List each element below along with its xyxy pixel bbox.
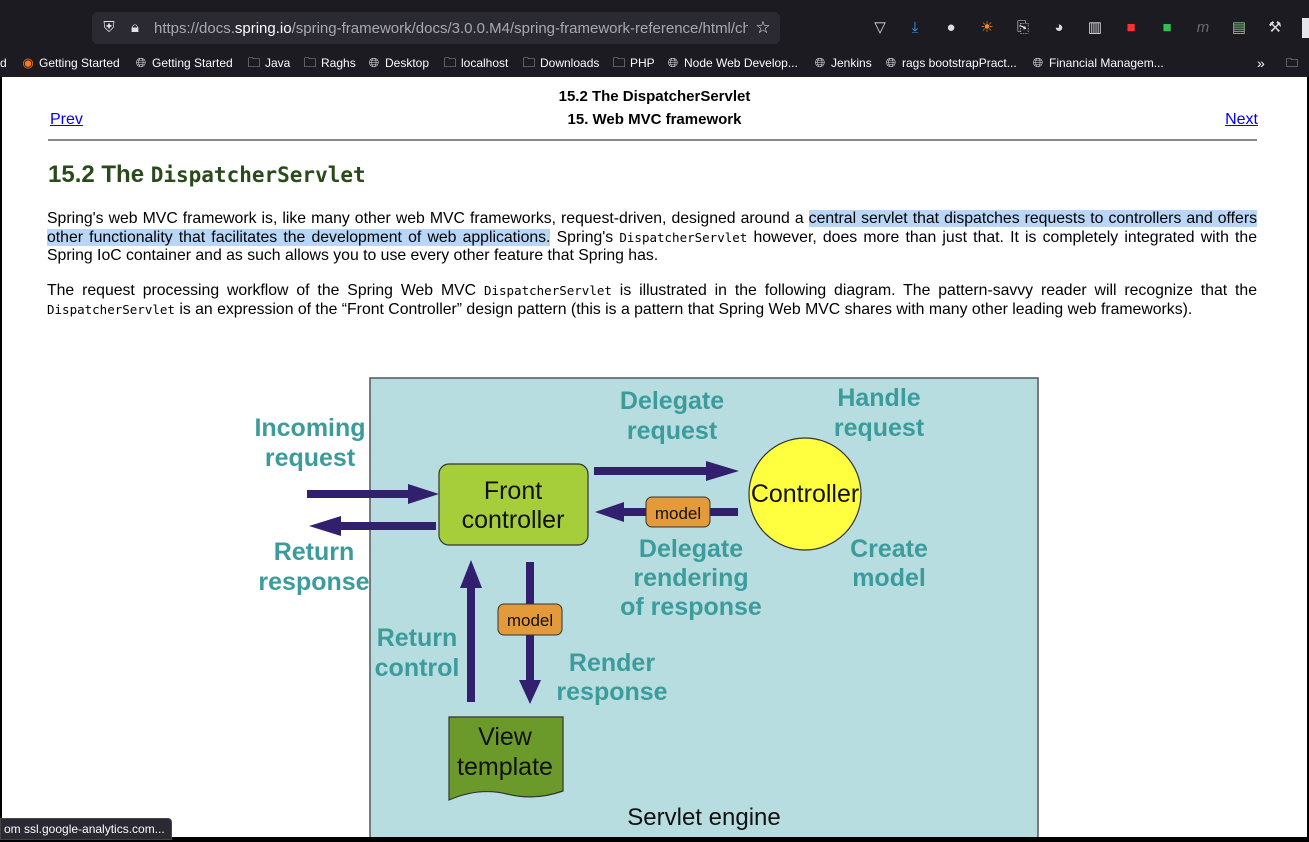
handle-request-label: request [834,414,925,442]
folder-icon: 🗀︎ [612,55,626,70]
view-template-shape [448,716,564,801]
page-content: 15.2 The DispatcherServlet 15. Web MVC f… [2,77,1307,837]
controller-label: Controller [751,480,859,508]
globe-icon: 🌐︎ [814,55,826,70]
handle-request-label: Handle [837,384,920,412]
render-response-label: Render [569,649,655,677]
return-response-label: response [258,568,369,596]
return-response-label: Return [274,538,355,566]
globe-icon: 🌐︎ [667,55,679,70]
delegate-request-label: Delegate [620,387,724,415]
return-response-arrow [309,516,436,536]
clipboard-icon[interactable]: ⎘ [1016,19,1029,36]
render-response-label: response [556,678,667,706]
intro-paragraph: Spring's web MVC framework is, like many… [47,210,1257,264]
bookmark-folder[interactable]: 🗀︎PHP [612,53,654,73]
status-bar: om ssl.google-analytics.com... [0,818,172,840]
firefox-icon: ◉ [22,55,34,70]
create-model-label: model [852,564,926,592]
incoming-label: Incoming [254,414,365,442]
extension-doc-icon[interactable]: ▤ [1231,19,1247,36]
section-heading: 15.2 The DispatcherServlet [48,161,366,188]
bookmark-item[interactable]: 🌐︎Financial Managem... [1031,53,1164,73]
address-bar[interactable]: ⛨ 🔒︎ https://docs.spring.io/spring-frame… [92,12,780,44]
folder-icon: 🗀︎ [247,55,261,70]
divider [48,139,1257,141]
globe-icon: 🌐︎ [885,55,897,70]
extension-red-icon[interactable]: ■ [1126,19,1136,36]
return-control-label: control [375,654,460,682]
bookmark-folder[interactable]: 🗀︎localhost [443,53,508,73]
bookmark-folder[interactable]: 🗀︎Downloads [522,53,599,73]
delegate-request-label: request [627,417,718,445]
bookmark-item[interactable]: 🌐︎rags bootstrapPract... [884,53,1017,73]
download-icon[interactable]: ⤓ [911,19,919,36]
mvc-diagram: Incoming request Return response Delegat… [251,364,1041,837]
view-template-label: template [457,753,553,781]
extension-sun-icon[interactable]: ☀ [980,19,994,36]
url-text[interactable]: https://docs.spring.io/spring-framework/… [154,20,748,37]
extension-tool-icon[interactable]: ⚒ [1268,19,1282,36]
extension-ball-icon[interactable]: ◕ [1054,19,1064,36]
star-icon[interactable]: ☆ [755,18,771,37]
prev-link[interactable]: Prev [50,111,83,128]
browser-toolbar: ⛨ 🔒︎ https://docs.spring.io/spring-frame… [0,0,1309,77]
folder-icon: 🗀︎ [522,55,536,70]
front-controller-box [438,463,589,546]
extension-m-icon[interactable]: m [1196,19,1210,36]
bookmark-item[interactable]: ◉Getting Started [21,53,119,73]
folder-icon[interactable]: 🗀︎ [1286,56,1299,70]
return-control-arrow [460,560,482,702]
front-controller-label: controller [462,506,565,534]
delegate-rendering-label: of response [620,593,762,621]
view-template-label: View [478,723,533,751]
incoming-label: request [265,444,356,472]
create-model-label: Create [850,535,928,563]
model-badge-label: model [655,504,701,523]
globe-icon: 🌐︎ [368,55,380,70]
delegate-request-arrow [594,461,739,481]
globe-icon: 🌐︎ [135,55,147,70]
globe-icon: 🌐︎ [1032,55,1044,70]
model-badge-middle [497,603,563,636]
model-badge-top [645,496,711,528]
lock-icon[interactable]: 🔒︎ [131,19,139,36]
bookmark-folder[interactable]: 🗀︎Java [247,53,290,73]
shield-icon[interactable]: ⛨ [103,19,115,36]
diagram-labels: Incoming request Return response Delegat… [254,384,928,706]
bookmark-item[interactable]: 🌐︎Getting Started [134,53,233,73]
folder-icon: 🗀︎ [443,55,457,70]
bookmark-item[interactable]: d [0,56,7,70]
chevron-double-right-icon[interactable]: » [1257,55,1265,71]
overflow-edge [1302,18,1309,38]
front-controller-label: Front [484,477,542,505]
profile-avatar-icon[interactable]: ● [946,19,956,36]
delegate-rendering-label: Delegate [639,535,743,563]
bookmark-item[interactable]: 🌐︎Node Web Develop... [666,53,798,73]
nav-section-title: 15.2 The DispatcherServlet [558,88,751,105]
bookmarks-bar: d ◉Getting Started 🌐︎Getting Started 🗀︎J… [0,50,1309,76]
folder-icon: 🗀︎ [303,55,317,70]
reader-icon[interactable]: ▥ [1087,19,1103,36]
controller-circle [748,437,862,551]
extension-green-icon[interactable]: ■ [1162,19,1172,36]
next-link[interactable]: Next [1225,111,1258,128]
nav-chapter-title: 15. Web MVC framework [567,111,742,128]
incoming-arrow [307,484,439,504]
bookmark-item[interactable]: 🌐︎Jenkins [813,53,872,73]
bookmark-item[interactable]: 🌐︎Desktop [367,53,429,73]
pocket-icon[interactable]: ▽ [874,19,886,36]
return-control-label: Return [377,624,458,652]
model-badge-label: model [507,611,553,630]
delegate-rendering-label: rendering [633,564,748,592]
bookmark-folder[interactable]: 🗀︎Raghs [303,53,355,73]
servlet-engine-label: Servlet engine [627,804,780,831]
workflow-paragraph: The request processing workflow of the S… [47,282,1257,318]
